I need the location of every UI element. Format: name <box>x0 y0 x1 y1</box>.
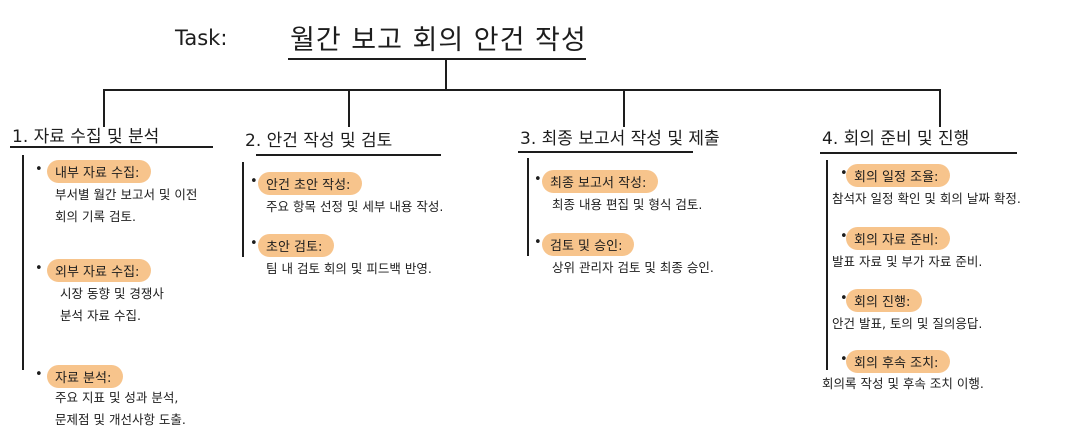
item-label: 안건 초안 작성: <box>258 172 363 195</box>
bullet-icon: • <box>35 261 43 276</box>
item-label: 내부 자료 수집: <box>47 160 152 183</box>
drop-line-2 <box>348 89 350 127</box>
item-desc: 주요 항목 선정 및 세부 내용 작성. <box>266 199 444 214</box>
trunk-line <box>445 60 447 90</box>
section-1-title: 1. 자료 수집 및 분석 <box>12 127 160 147</box>
item-desc: 분석 자료 수집. <box>60 308 141 323</box>
section-3-rail <box>527 158 529 256</box>
item-desc: 회의록 작성 및 후속 조치 이행. <box>822 376 984 391</box>
section-3-underline <box>518 151 693 153</box>
item-desc: 상위 관리자 검토 및 최종 승인. <box>552 260 714 275</box>
section-4-title: 4. 회의 준비 및 진행 <box>822 129 970 149</box>
bullet-icon: • <box>35 162 43 177</box>
item-desc: 주요 지표 및 성과 분석, <box>55 390 179 405</box>
item-desc: 부서별 월간 보고서 및 이전 <box>55 187 198 202</box>
item-label: 회의 후속 조치: <box>846 350 951 373</box>
item-label: 자료 분석: <box>47 365 124 388</box>
bullet-icon: • <box>840 352 848 367</box>
item-label: 최종 보고서 작성: <box>542 170 659 193</box>
bullet-icon: • <box>35 367 43 382</box>
task-title: 월간 보고 회의 안건 작성 <box>290 25 587 56</box>
item-desc: 회의 기록 검토. <box>55 209 136 224</box>
title-underline <box>288 58 586 60</box>
section-4-underline <box>820 152 1017 154</box>
item-desc: 시장 동향 및 경쟁사 <box>60 286 164 301</box>
bullet-icon: • <box>840 229 848 244</box>
branch-line <box>103 89 941 91</box>
item-label: 초안 검토: <box>258 234 335 257</box>
bullet-icon: • <box>840 166 848 181</box>
item-label: 외부 자료 수집: <box>47 259 152 282</box>
section-3-title: 3. 최종 보고서 작성 및 제출 <box>520 129 720 149</box>
item-desc: 최종 내용 편집 및 형식 검토. <box>552 197 703 212</box>
section-2-rail <box>242 162 244 257</box>
drop-line-1 <box>103 89 105 127</box>
item-desc: 팀 내 검토 회의 및 피드백 반영. <box>266 261 432 276</box>
section-2-title: 2. 안건 작성 및 검토 <box>245 131 393 151</box>
bullet-icon: • <box>250 236 258 251</box>
item-label: 회의 자료 준비: <box>846 227 951 250</box>
item-label: 회의 일정 조율: <box>846 164 951 187</box>
task-label: Task: <box>175 26 228 50</box>
drop-line-4 <box>939 89 941 127</box>
section-4-rail <box>826 160 828 370</box>
bullet-icon: • <box>534 172 542 187</box>
drop-line-3 <box>623 89 625 127</box>
item-desc: 참석자 일정 확인 및 회의 날짜 확정. <box>832 191 1021 206</box>
section-1-underline <box>10 146 213 148</box>
item-label: 회의 진행: <box>846 289 923 312</box>
item-desc: 문제점 및 개선사항 도출. <box>55 412 186 427</box>
section-2-underline <box>256 154 441 156</box>
section-1-rail <box>22 155 24 370</box>
bullet-icon: • <box>534 235 542 250</box>
bullet-icon: • <box>840 291 848 306</box>
item-label: 검토 및 승인: <box>542 233 635 256</box>
bullet-icon: • <box>250 174 258 189</box>
item-desc: 발표 자료 및 부가 자료 준비. <box>832 254 983 269</box>
item-desc: 안건 발표, 토의 및 질의응답. <box>832 316 983 331</box>
